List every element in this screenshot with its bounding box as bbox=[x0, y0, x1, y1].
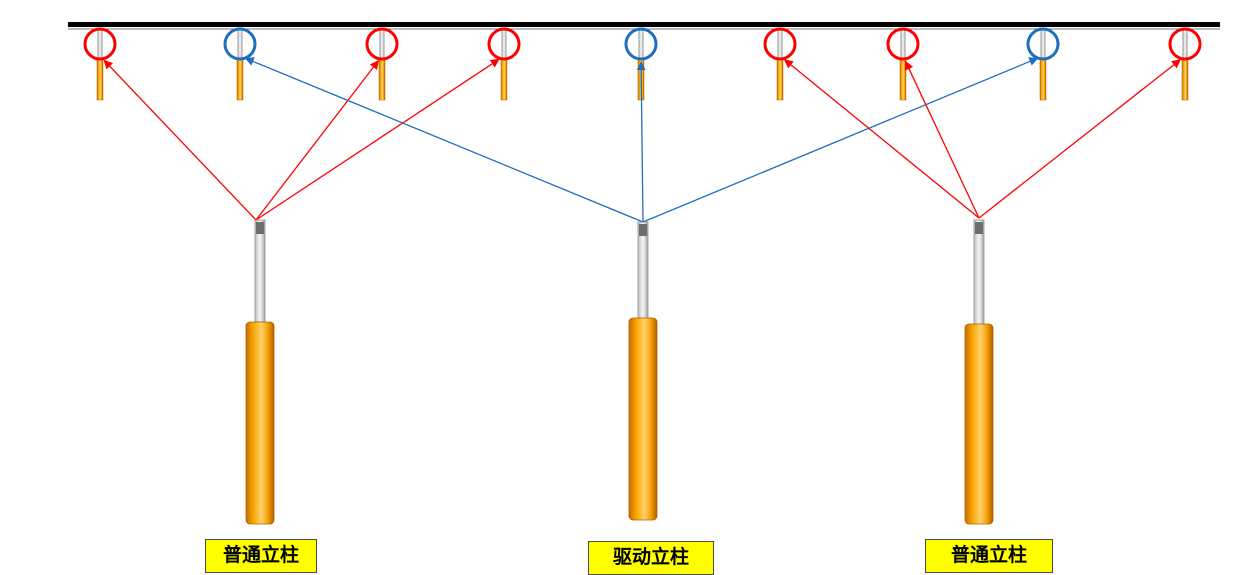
drive-post-marker bbox=[1026, 27, 1060, 61]
drive-link-arrow bbox=[244, 57, 644, 223]
ordinary-post-marker bbox=[1168, 27, 1202, 61]
ordinary-post-marker bbox=[83, 27, 117, 61]
ordinary-post-marker bbox=[487, 27, 521, 61]
ordinary-post-marker bbox=[886, 27, 920, 61]
ordinary-link-arrow bbox=[103, 59, 257, 221]
top-posts bbox=[83, 27, 1202, 101]
drive-link-arrow bbox=[636, 61, 646, 223]
ordinary-post bbox=[1168, 27, 1202, 101]
ordinary-post bbox=[83, 27, 117, 101]
ordinary-link-arrow bbox=[255, 58, 500, 221]
ordinary-post bbox=[886, 27, 920, 101]
drive-column-label: 驱动立柱 bbox=[588, 541, 714, 575]
ordinary-link-arrow bbox=[904, 60, 980, 219]
ordinary-column-right bbox=[964, 219, 994, 525]
ordinary-link-arrow bbox=[255, 60, 379, 221]
drive-post bbox=[223, 27, 257, 101]
ordinary-column-label-right: 普通立柱 bbox=[925, 539, 1053, 573]
ordinary-link-arrow bbox=[783, 59, 980, 219]
ordinary-column-label-left: 普通立柱 bbox=[205, 539, 317, 573]
ordinary-post bbox=[365, 27, 399, 101]
drive-link-arrow bbox=[642, 57, 1039, 223]
drive-post-marker bbox=[223, 27, 257, 61]
ordinary-post bbox=[487, 27, 521, 101]
ordinary-post bbox=[763, 27, 797, 101]
ordinary-post-marker bbox=[365, 27, 399, 61]
drive-post bbox=[1026, 27, 1060, 101]
connection-arrows bbox=[103, 57, 1181, 223]
drive-column-center bbox=[628, 221, 658, 521]
drive-post-marker bbox=[624, 27, 658, 61]
ordinary-column-left bbox=[245, 219, 275, 525]
ordinary-post-marker bbox=[763, 27, 797, 61]
ordinary-link-arrow bbox=[978, 59, 1181, 219]
